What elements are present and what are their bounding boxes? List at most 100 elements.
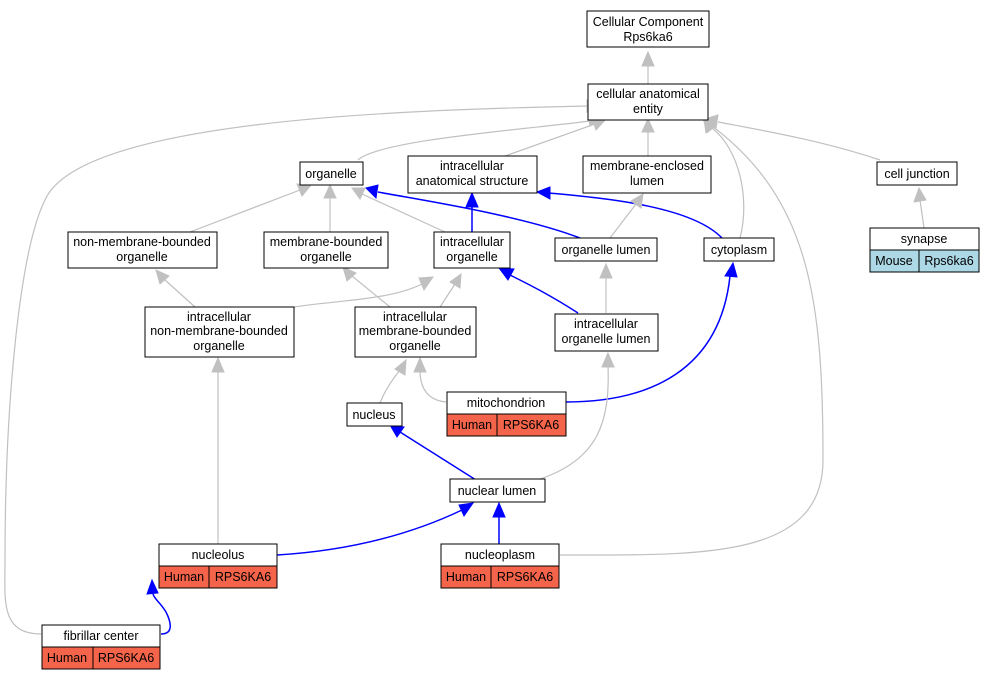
gene-label: RPS6KA6 [497,570,553,584]
node-label: nucleus [352,408,395,422]
node-label: anatomical structure [416,174,529,188]
edge-cyto-cae [711,127,745,239]
gene-label: Rps6ka6 [924,254,973,268]
node-label: membrane-enclosed [590,159,704,173]
node-label: intracellular [187,310,251,324]
node-label: organelle [446,250,497,264]
node-label: synapse [901,232,948,246]
node-organelle[interactable]: organelle [299,161,364,186]
node-label: organelle [389,339,440,353]
edge-nlumen-nucleus [399,431,477,481]
node-fibrillar-center[interactable]: fibrillar center Human RPS6KA6 [41,624,161,670]
edge-nucleus-imbo [379,369,401,404]
node-cytoplasm[interactable]: cytoplasm [703,237,775,262]
arrowhead [351,187,366,200]
arrowhead [599,262,613,279]
edge-fc-nucleolus [152,593,171,635]
edge-synapse-celljunction [919,199,925,229]
node-label: cellular anatomical [596,87,700,101]
arrowhead [296,183,312,197]
gene-label: RPS6KA6 [215,570,271,584]
node-nucleoplasm[interactable]: nucleoplasm Human RPS6KA6 [440,543,560,589]
edge-imbo-io [439,283,456,308]
node-intracellular-non-membrane-bounded-organelle[interactable]: intracellular non-membrane-bounded organ… [144,306,295,358]
node-label: intracellular [574,317,638,331]
species-label: Human [164,570,204,584]
arrowhead [535,186,551,200]
arrowhead [389,424,405,438]
edge-mito-imbo [419,369,447,403]
node-label: membrane-bounded [270,235,383,249]
node-label: lumen [630,174,664,188]
node-label: fibrillar center [63,629,138,643]
node-label: organelle [193,339,244,353]
arrowhead [724,261,738,278]
node-organelle-lumen[interactable]: organelle lumen [554,237,658,262]
arrowhead [497,267,515,281]
node-nucleolus[interactable]: nucleolus Human RPS6KA6 [158,543,278,589]
node-label: non-membrane-bounded [73,235,211,249]
gene-label: RPS6KA6 [503,418,559,432]
node-label: Cellular Component [593,15,704,29]
node-label: intracellular [383,310,447,324]
node-label: organelle lumen [562,243,651,257]
node-nucleus[interactable]: nucleus [346,402,403,427]
arrowhead [641,117,655,133]
node-intracellular-organelle[interactable]: intracellular organelle [433,231,511,269]
species-label: Mouse [875,254,913,268]
node-membrane-bounded-organelle[interactable]: membrane-bounded organelle [263,231,389,269]
node-label: entity [633,102,664,116]
node-label: nucleoplasm [465,548,535,562]
arrowhead [458,502,475,518]
arrowhead [702,118,718,133]
arrowhead [211,356,225,373]
node-label: cytoplasm [711,243,767,257]
node-label: intracellular [440,159,504,173]
node-label: mitochondrion [467,396,546,410]
edge-nmbo-organelle [189,189,301,233]
edge-inmbo-io [293,283,423,308]
edge-imbo-mbo [351,275,391,308]
node-label: organelle lumen [562,332,651,346]
node-non-membrane-bounded-organelle[interactable]: non-membrane-bounded organelle [67,231,218,269]
arrowhead [323,183,337,199]
node-intracellular-membrane-bounded-organelle[interactable]: intracellular membrane-bounded organelle [354,306,477,358]
node-label: Rps6ka6 [623,30,672,44]
node-label: nuclear lumen [458,484,537,498]
node-synapse[interactable]: synapse Mouse Rps6ka6 [869,227,980,273]
node-label: nucleolus [192,548,245,562]
arrowhead [630,193,644,209]
edge-ias-cae [504,123,596,157]
arrowhead [413,356,427,373]
edge-celljunction-cae [717,121,881,161]
edge-nucleoplasm-cae [559,125,824,556]
node-membrane-enclosed-lumen[interactable]: membrane-enclosed lumen [582,155,712,194]
arrowhead [146,578,159,595]
species-label: Human [47,651,87,665]
node-cellular-component[interactable]: Cellular Component Rps6ka6 [586,10,710,48]
edge-nlumen-iol [536,364,609,481]
edge-organelle-cae [357,120,591,161]
node-label: organelle [116,250,167,264]
gene-label: RPS6KA6 [98,651,154,665]
arrowhead [365,184,379,200]
edge-inmbo-nmbo [164,279,196,308]
node-label: non-membrane-bounded [150,324,288,338]
node-cellular-anatomical-entity[interactable]: cellular anatomical entity [587,83,709,121]
node-cell-junction[interactable]: cell junction [876,161,958,186]
node-intracellular-anatomical-structure[interactable]: intracellular anatomical structure [407,155,538,194]
node-label: cell junction [884,167,949,181]
node-nuclear-lumen[interactable]: nuclear lumen [449,478,546,503]
node-label: membrane-bounded [359,324,472,338]
arrowhead [418,276,435,292]
node-label: intracellular [440,235,504,249]
edge-nucleolus-nlumen [276,509,463,556]
node-mitochondrion[interactable]: mitochondrion Human RPS6KA6 [446,391,567,437]
arrowhead [155,269,170,285]
node-intracellular-organelle-lumen[interactable]: intracellular organelle lumen [554,313,659,352]
arrowhead [913,186,927,203]
edge-fc-cae [4,105,589,635]
species-label: Human [446,570,486,584]
nodes: Cellular Component Rps6ka6 cellular anat… [41,10,980,670]
edge-io-organelle [361,193,446,233]
